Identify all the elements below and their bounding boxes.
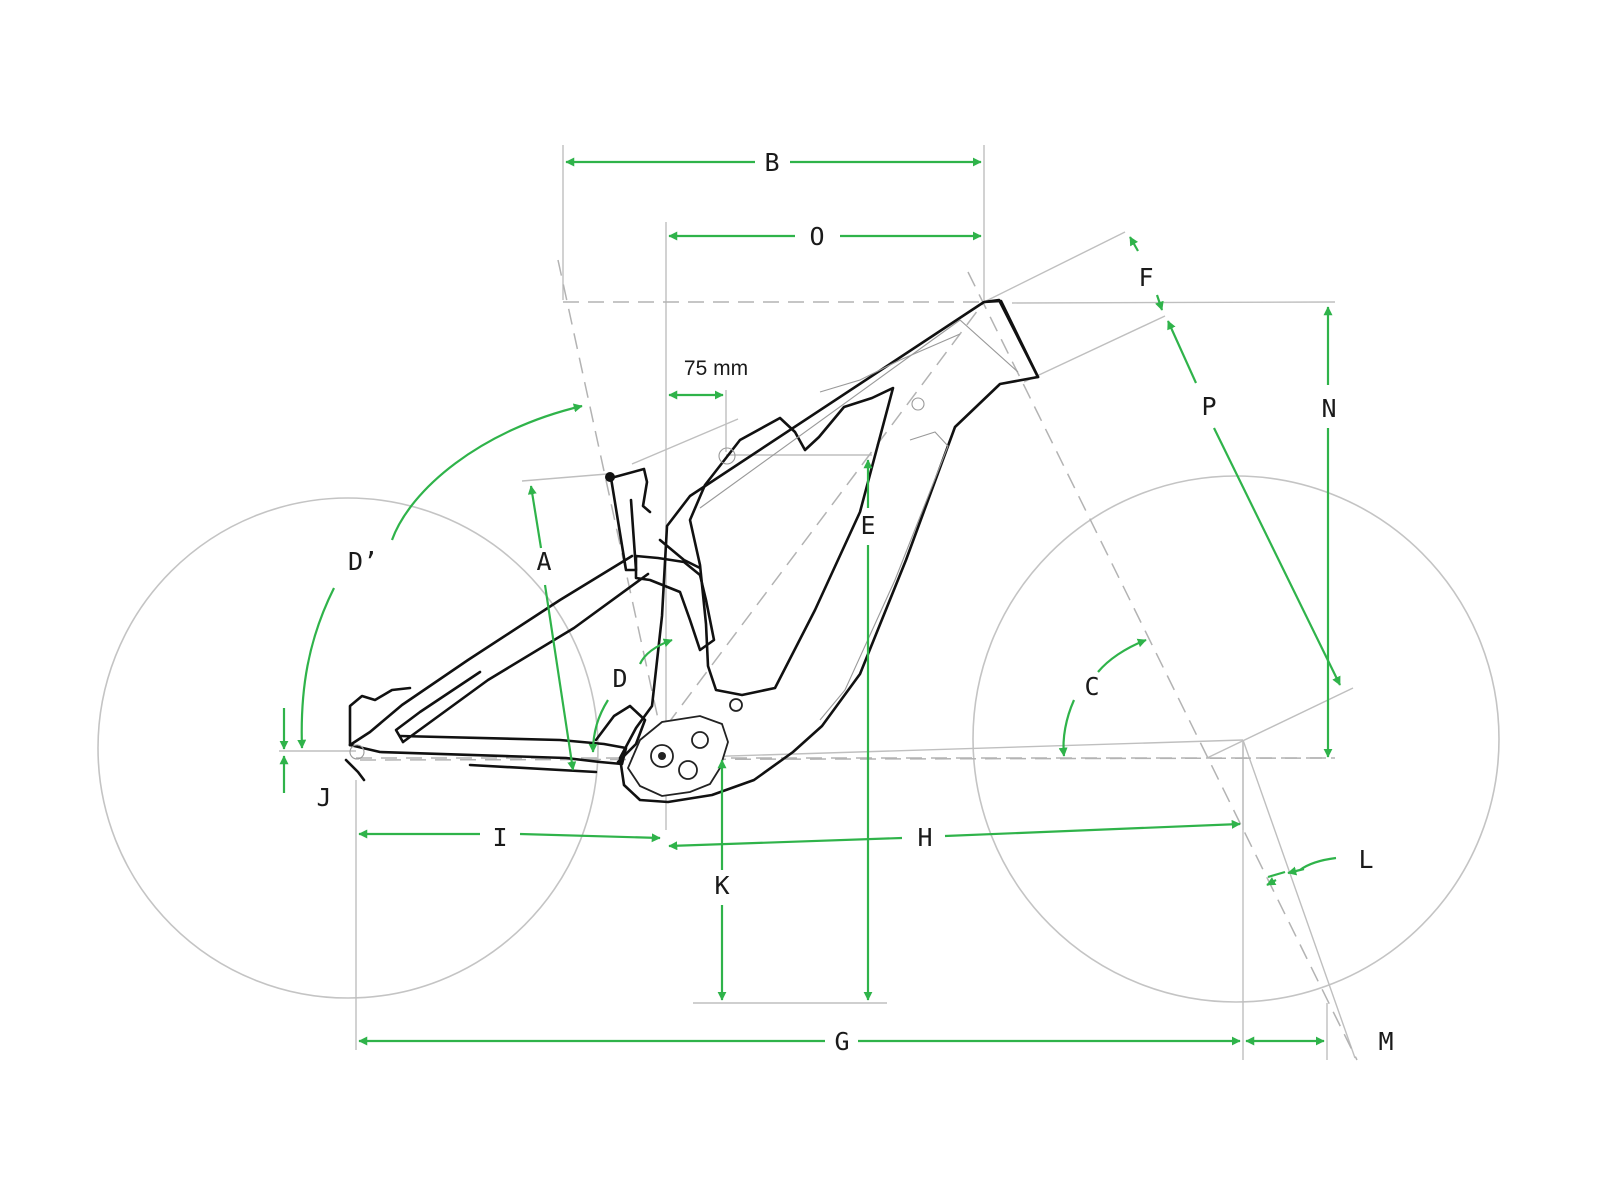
label-J: J bbox=[316, 783, 331, 812]
front-wheel bbox=[972, 475, 1500, 1003]
bike-frame bbox=[344, 298, 1040, 804]
label-B: B bbox=[764, 148, 779, 177]
label-O: O bbox=[809, 222, 824, 251]
dashed-reference-lines bbox=[356, 259, 1358, 1061]
label-M: M bbox=[1378, 1027, 1393, 1056]
label-75mm: 75 mm bbox=[684, 357, 748, 380]
label-K: K bbox=[714, 871, 729, 900]
label-E: E bbox=[860, 511, 875, 540]
label-P: P bbox=[1201, 392, 1216, 421]
rear-wheel bbox=[97, 497, 599, 999]
label-D-prime: D’ bbox=[348, 547, 378, 576]
label-I: I bbox=[492, 823, 507, 852]
dimension-labels: B O F 75 mm P N E D’ A D C J I H L K G M bbox=[316, 148, 1393, 1056]
motor-unit bbox=[626, 397, 925, 797]
label-L: L bbox=[1358, 845, 1373, 874]
label-H: H bbox=[917, 823, 932, 852]
dimension-lines bbox=[279, 157, 1341, 1046]
label-C: C bbox=[1084, 672, 1099, 701]
label-G: G bbox=[834, 1027, 849, 1056]
label-A: A bbox=[536, 547, 551, 576]
label-N: N bbox=[1321, 394, 1336, 423]
label-D: D bbox=[612, 664, 627, 693]
guide-lines bbox=[279, 145, 1356, 1060]
label-F: F bbox=[1138, 263, 1153, 292]
